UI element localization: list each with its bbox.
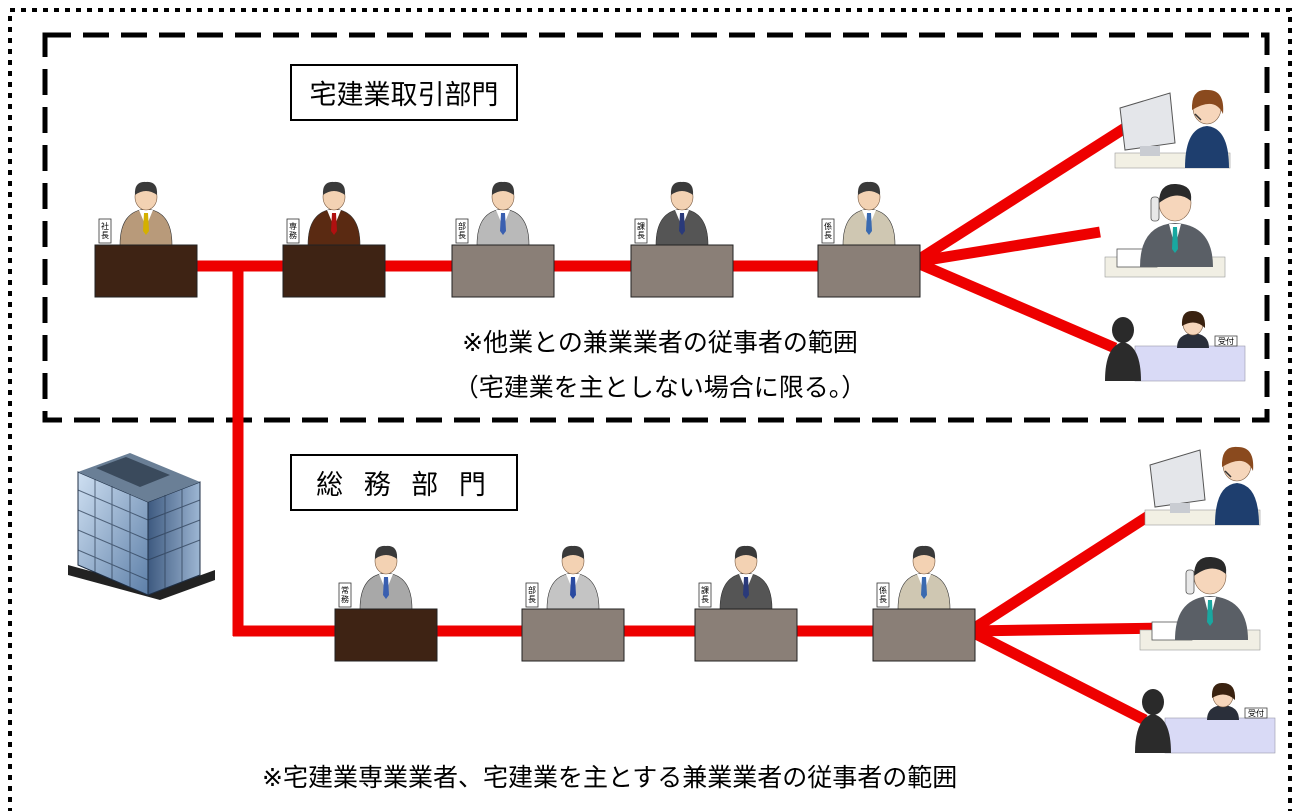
desk-2: 部長 <box>451 181 555 298</box>
desk-0: 社長 <box>94 181 198 298</box>
nameplate-char: 長 <box>701 595 709 604</box>
desk-surface <box>451 244 555 298</box>
nameplate-char: 長 <box>528 595 536 604</box>
sales-division-frame <box>42 32 1270 423</box>
desk-surface <box>630 244 734 298</box>
nameplate-char: 長 <box>458 231 466 240</box>
desk-2: 課長 <box>694 545 798 662</box>
desk-4: 係長 <box>817 181 921 298</box>
sales-division-label: 宅建業取引部門 <box>290 64 518 121</box>
nameplate-char: 務 <box>341 594 349 604</box>
nameplate-char: 部 <box>458 221 466 231</box>
nameplate-char: 長 <box>101 231 109 240</box>
nameplate-char: 務 <box>289 230 297 240</box>
main-business-note: ※宅建業専業業者、宅建業を主とする兼業業者の従事者の範囲 <box>262 763 958 792</box>
nameplate-char: 長 <box>824 231 832 240</box>
desk-3: 課長 <box>630 181 734 298</box>
desk-surface <box>694 608 798 662</box>
office-building-icon <box>68 453 215 600</box>
side-business-note-line1: ※他業との兼業業者の従事者の範囲 <box>462 328 858 357</box>
reception-sign: 受付 <box>1248 708 1264 718</box>
nameplate-char: 長 <box>637 231 645 240</box>
desk-surface <box>94 244 198 298</box>
nameplate-char: 専 <box>289 221 297 231</box>
outer-dotted-frame <box>8 8 1292 811</box>
desk-3: 係長 <box>872 545 976 662</box>
nameplate-char: 係 <box>824 222 832 231</box>
operator-at-computer-icon <box>1114 89 1231 169</box>
desk-1: 専務 <box>282 181 386 298</box>
general-affairs-label: 総 務 部 門 <box>290 454 518 511</box>
nameplate-char: 課 <box>701 585 709 595</box>
side-business-note-line2: （宅建業を主としない場合に限る。） <box>453 373 867 402</box>
desk-surface <box>334 608 438 662</box>
nameplate-char: 長 <box>879 595 887 604</box>
operator-at-computer-icon <box>1144 446 1261 526</box>
general-staff-illustrations: 受付 <box>1135 446 1276 754</box>
desk-surface <box>817 244 921 298</box>
desk-0: 常務 <box>334 545 438 662</box>
nameplate-char: 部 <box>528 585 536 595</box>
reception-desk-icon: 受付 <box>1105 310 1246 382</box>
nameplate-char: 社 <box>101 221 109 231</box>
nameplate-char: 課 <box>637 221 645 231</box>
nameplate-char: 常 <box>341 586 349 595</box>
desk-surface <box>872 608 976 662</box>
staff-on-phone-icon <box>1139 556 1261 651</box>
desk-surface <box>282 244 386 298</box>
reception-sign: 受付 <box>1218 336 1234 346</box>
reception-desk-icon: 受付 <box>1135 682 1276 754</box>
sales-staff-illustrations: 受付 <box>1104 89 1246 382</box>
desk-1: 部長 <box>521 545 625 662</box>
staff-on-phone-icon <box>1104 183 1226 278</box>
nameplate-char: 係 <box>879 586 887 595</box>
desk-surface <box>521 608 625 662</box>
